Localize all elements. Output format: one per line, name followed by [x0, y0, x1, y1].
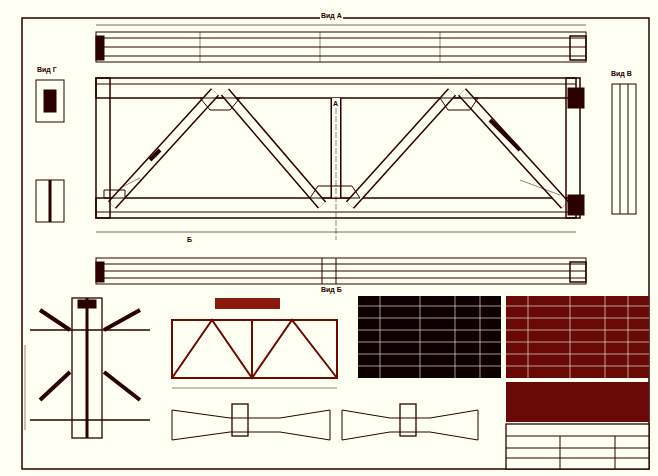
view-label: Б [186, 236, 193, 244]
view-label: Вид А [320, 12, 343, 20]
bottom-view [96, 258, 586, 284]
view-label: Вид Б [320, 286, 343, 294]
view-label: А [332, 100, 339, 108]
top-view [96, 25, 586, 62]
truss-scheme [172, 298, 337, 388]
joint-details [172, 404, 478, 440]
truss-elevation [96, 78, 584, 240]
node-detail [25, 298, 150, 438]
view-label: Вид Г [36, 66, 58, 74]
view-label: Вид В [610, 70, 633, 78]
tables [358, 296, 649, 469]
section-views [36, 80, 636, 222]
